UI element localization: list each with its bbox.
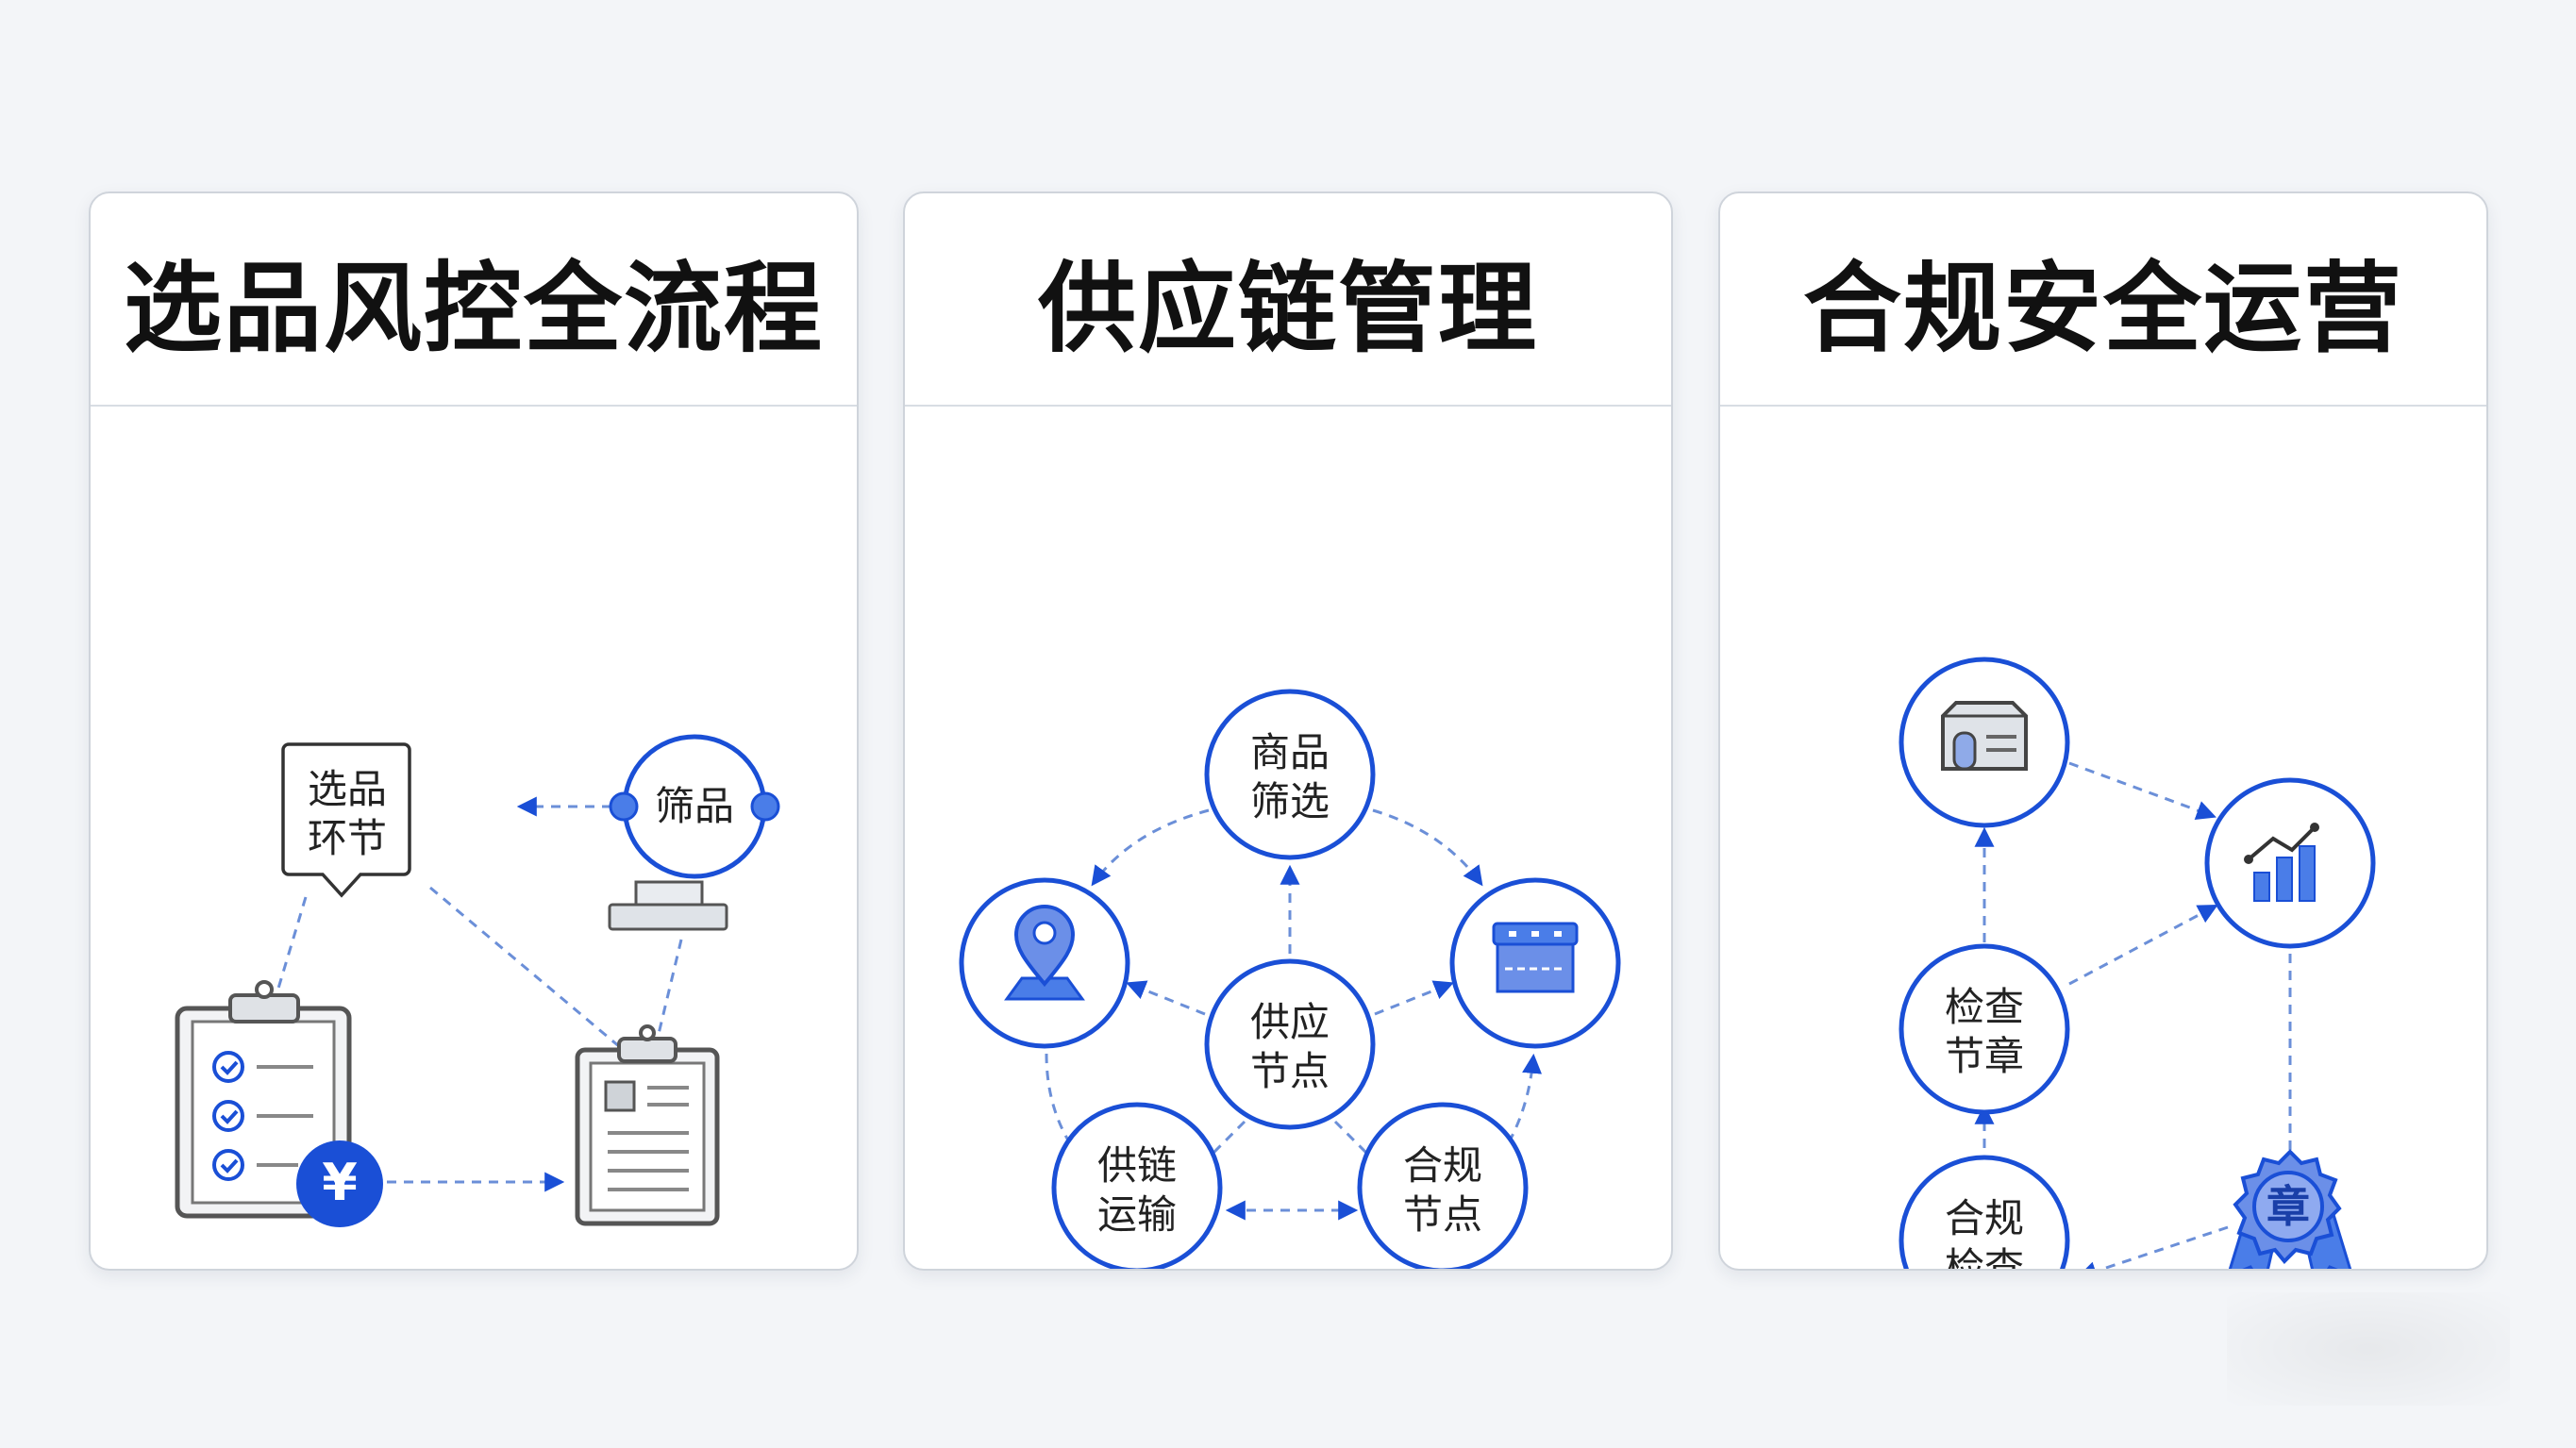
risk-control-diagram: 选品 环节 筛品 ¥ [175,734,780,1227]
arrow-warehouse-to-chart [2068,761,2216,821]
arrow-screening-to-location [1091,808,1210,887]
panel-compliance-ops: 合规安全运营 [1718,191,2488,1271]
analytics-node [2204,777,2376,949]
supply-node-line1: 供应 [1250,999,1330,1045]
arrow-badge-to-compliance [2077,1225,2229,1269]
product-screening-node: 商品 筛选 [1204,689,1376,860]
badge-label: 章 [2267,1181,2310,1232]
panel-supply-chain: 供应链管理 商品 筛选 [903,191,1673,1271]
compliance-diagram: 检查 节章 章 合规 检查 [1899,657,2376,1269]
compliance-node: 合规 节点 [1357,1102,1529,1269]
compliance-node-line2: 节点 [1403,1191,1482,1238]
location-node [959,877,1130,1049]
checklist-clipboard-icon: ¥ [175,980,383,1227]
yen-coin-icon [296,1140,383,1227]
bar-chart-icon [2244,823,2319,902]
selection-step-line1: 选品 [308,766,387,812]
store-node [1449,877,1621,1049]
selection-step-line2: 环节 [308,815,387,861]
panel-title: 供应链管理 [1037,250,1538,366]
handle-right-icon [750,791,780,822]
compliance-check-line1: 合规 [1945,1195,2024,1241]
arrow-supply-to-store [1374,980,1454,1016]
compliance-check-line2: 检查 [1945,1244,2024,1269]
panel-risk-control: 选品风控全流程 选品 环节 筛品 [89,191,859,1271]
panel-title: 合规安全运营 [1802,250,2403,366]
arrow-supply-to-location [1126,980,1206,1016]
currency-symbol: ¥ [322,1153,358,1212]
inspection-seal-line2: 节章 [1945,1033,2024,1079]
supply-transport-line2: 运输 [1097,1191,1177,1238]
supply-transport-node: 供链 运输 [1051,1102,1223,1269]
supply-chain-diagram: 商品 筛选 供应 [959,689,1621,1269]
report-clipboard-icon [575,1024,720,1226]
panel-header: 合规安全运营 [1720,193,2486,407]
arrow-compliance-to-store [1488,1053,1543,1172]
panel-header: 供应链管理 [905,193,1671,407]
arrow-select-to-report [429,886,642,1065]
corner-shadow [2227,1292,2510,1406]
supply-node-line2: 节点 [1250,1048,1330,1094]
seal-badge-icon: 章 [2228,1149,2352,1269]
inspection-seal-line1: 检查 [1945,984,2024,1030]
arrow-inspect-to-chart [2068,905,2218,986]
compliance-node-line1: 合规 [1403,1142,1482,1189]
compliance-check-node: 合规 检查 [1899,1155,2070,1269]
screening-node: 筛品 [608,734,780,931]
selection-step-node: 选品 环节 [281,742,411,898]
arrow-select-to-checklist [260,896,308,1034]
screening-label: 筛品 [655,783,734,829]
warehouse-icon [1941,701,2028,771]
arrow-screening-to-store [1372,808,1483,887]
panel-title: 选品风控全流程 [123,250,824,366]
warehouse-node [1899,657,2070,828]
supply-node: 供应 节点 [1204,958,1376,1130]
product-screening-line2: 筛选 [1250,778,1330,824]
location-pin-icon [1004,905,1085,1001]
product-screening-line1: 商品 [1250,729,1330,775]
handle-left-icon [609,791,639,822]
inspection-seal-node: 检查 节章 [1899,943,2070,1115]
panel-header: 选品风控全流程 [91,193,857,407]
storefront-icon [1492,922,1579,993]
supply-transport-line1: 供链 [1097,1142,1177,1189]
arrow-screen-to-report [646,939,683,1062]
